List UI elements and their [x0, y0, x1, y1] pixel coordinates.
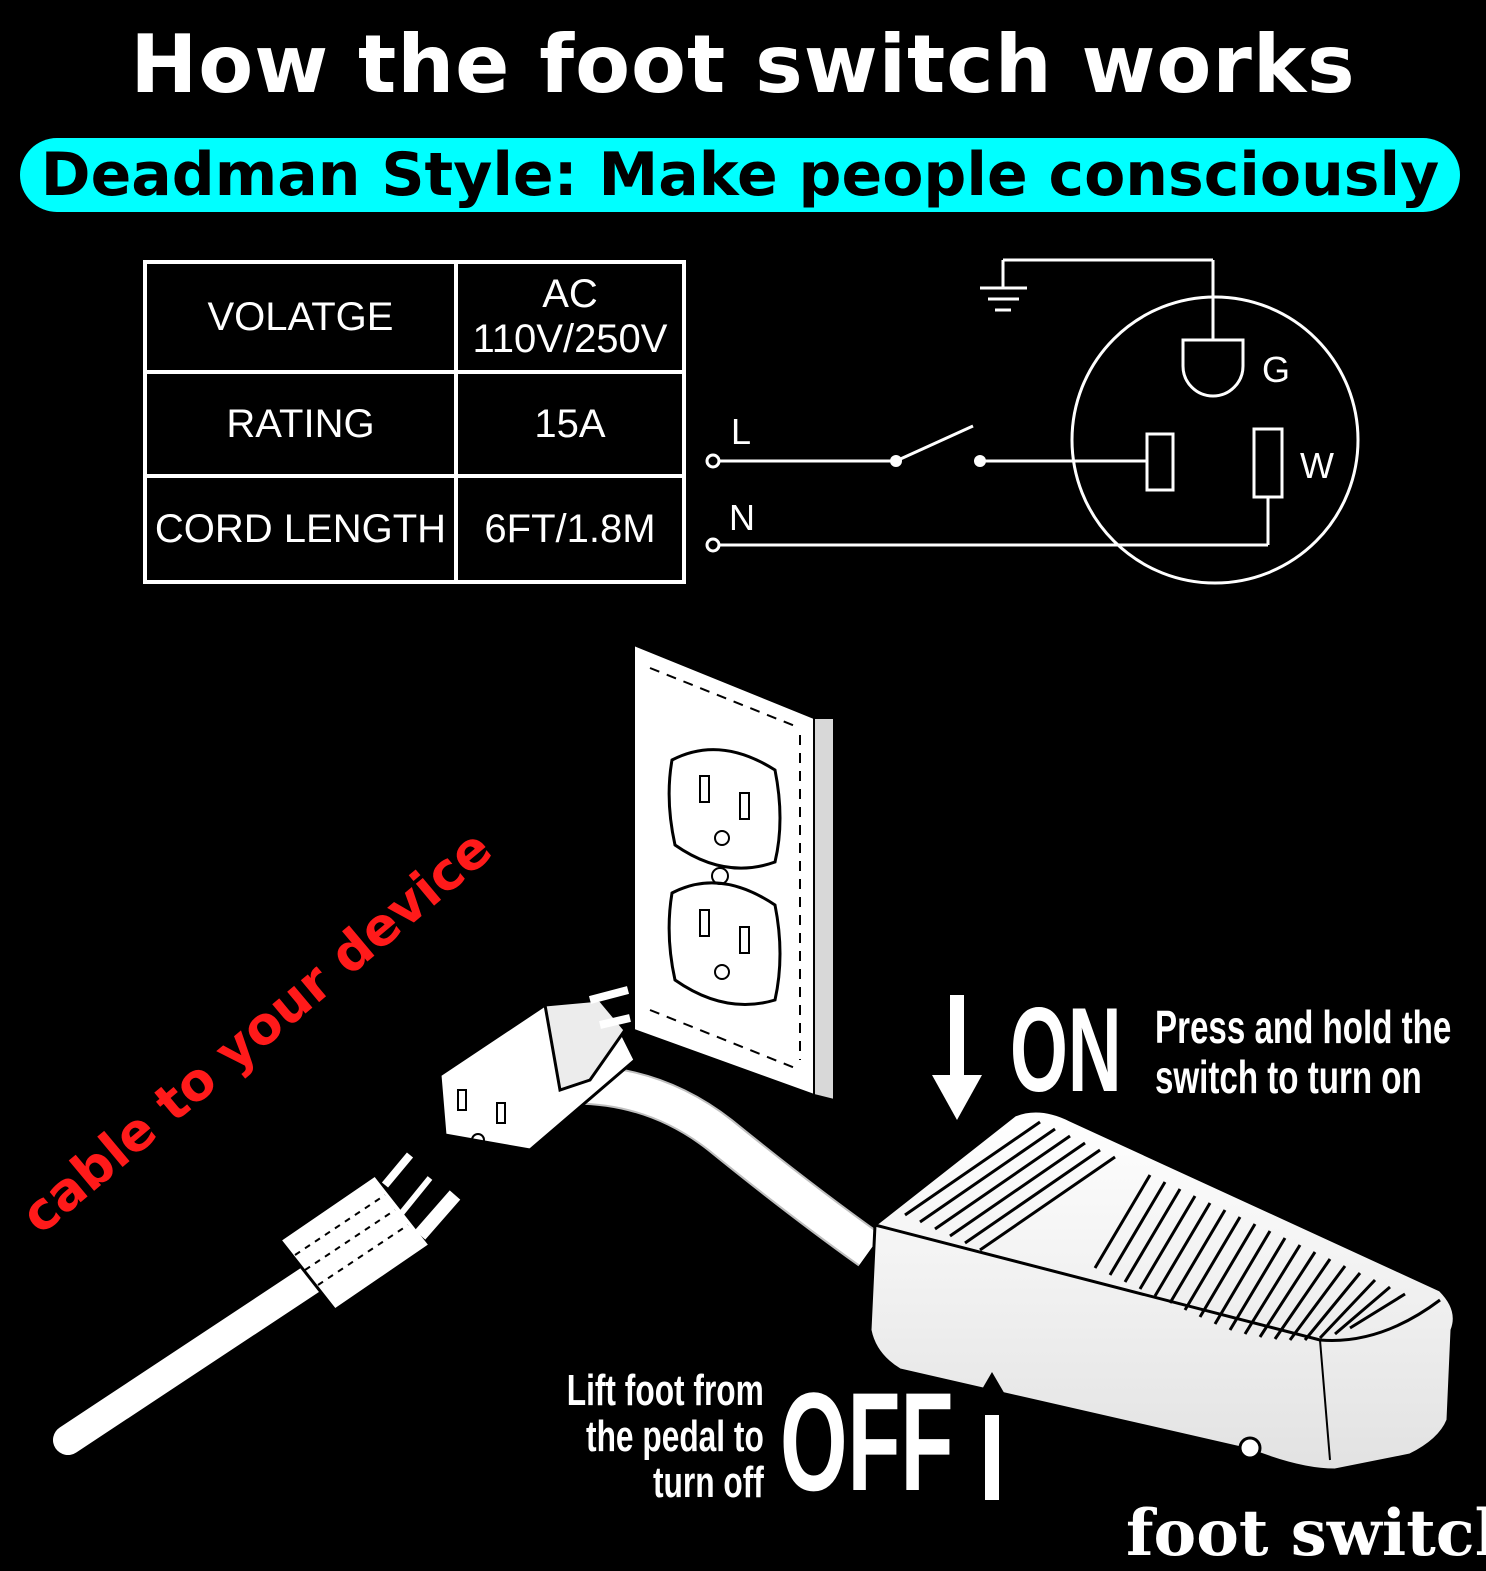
on-word: ON: [1010, 983, 1122, 1117]
ground-icon: [980, 286, 1027, 312]
on-instruction-line: Press and hold the: [1155, 1001, 1452, 1053]
page-title: How the foot switch works: [130, 18, 1356, 111]
w-label: W: [1300, 445, 1334, 486]
spec-value: AC 110V/250V: [454, 260, 686, 374]
spec-value-line: 110V/250V: [472, 317, 668, 361]
spec-label: CORD LENGTH: [143, 474, 458, 584]
spec-label: RATING: [143, 370, 458, 478]
n-label: N: [729, 497, 755, 538]
on-arrow-icon: [932, 995, 982, 1120]
switch-contact: [890, 455, 902, 467]
switch-contact: [974, 455, 986, 467]
off-arrow-icon: [967, 1372, 1017, 1500]
spec-row-cord-length: CORD LENGTH 6FT/1.8M: [143, 474, 686, 584]
off-word: OFF: [780, 1363, 954, 1520]
g-label: G: [1262, 349, 1290, 390]
off-instruction-line: turn off: [652, 1458, 764, 1507]
spec-value: 15A: [454, 370, 686, 478]
receptacle-circle: [1070, 295, 1360, 585]
off-instructions: Lift foot from the pedal to turn off: [555, 1368, 764, 1506]
pedal-indicator: [1238, 1436, 1262, 1460]
right-angle-plug: [438, 986, 637, 1152]
spec-value-line: AC: [542, 272, 598, 316]
l-label: L: [731, 411, 751, 452]
spec-table: VOLATGE AC 110V/250V RATING 15A CORD LEN…: [143, 260, 686, 584]
off-instruction-line: Lift foot from: [566, 1366, 764, 1415]
off-instruction-line: the pedal to: [586, 1412, 764, 1461]
on-instruction-line: switch to turn on: [1155, 1051, 1422, 1103]
foot-pedal: [868, 1109, 1456, 1472]
switch-blade: [895, 424, 974, 463]
deadman-banner: Deadman Style: Make people consciously s…: [20, 138, 1460, 284]
spec-row-rating: RATING 15A: [143, 370, 686, 478]
spec-label: VOLATGE: [143, 260, 458, 374]
wall-outlet: [633, 643, 835, 1102]
device-plug: [53, 1152, 461, 1455]
foot-switch-label: foot switch: [1126, 1496, 1486, 1571]
ground-pin: [1181, 338, 1245, 398]
on-instructions: Press and hold the switch to turn on: [1155, 1002, 1451, 1102]
spec-value: 6FT/1.8M: [454, 474, 686, 584]
spec-row-voltage: VOLATGE AC 110V/250V: [143, 260, 686, 374]
